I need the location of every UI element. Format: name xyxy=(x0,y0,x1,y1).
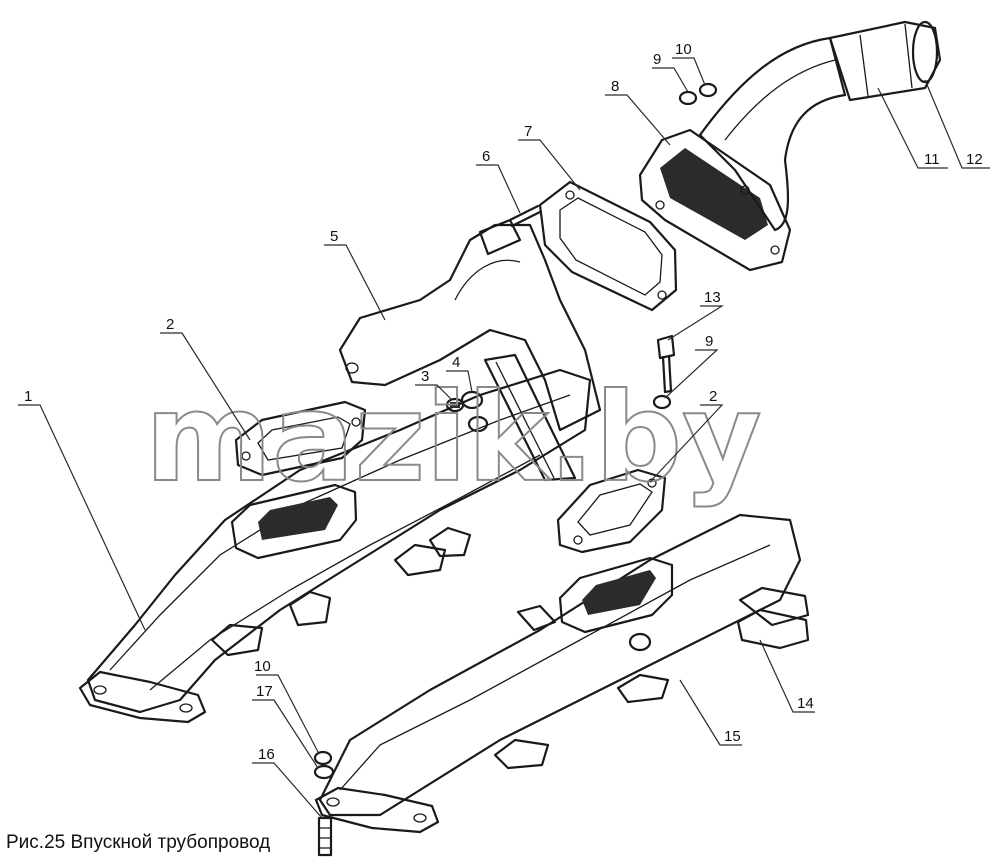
part-15-right-manifold xyxy=(314,513,810,834)
part-10-nut-bottom xyxy=(313,750,333,766)
part-9-washer-top xyxy=(678,90,698,106)
part-1-left-manifold xyxy=(78,368,592,724)
part-7-flange-gasket xyxy=(538,180,678,312)
callout-11: 11 xyxy=(924,151,940,168)
part-13-bolt xyxy=(656,334,676,394)
watermark: mazik.by xyxy=(145,367,762,509)
part-5-elbow xyxy=(338,218,602,482)
part-17-washer xyxy=(313,764,335,780)
part-2-gasket-left xyxy=(234,400,367,477)
callout-8: 8 xyxy=(611,78,619,95)
callout-10-top: 10 xyxy=(675,41,692,58)
part-6-stud xyxy=(508,204,542,228)
part-11-inlet-tube xyxy=(698,36,847,232)
part-8-pipe-flange xyxy=(638,128,792,272)
callout-2-right: 2 xyxy=(709,388,717,405)
callout-5: 5 xyxy=(330,228,338,245)
callout-14: 14 xyxy=(797,695,814,712)
callout-16: 16 xyxy=(258,746,275,763)
callout-12: 12 xyxy=(966,151,983,168)
callout-9-right: 9 xyxy=(705,333,713,350)
figure-caption: Рис.25 Впускной трубопровод xyxy=(6,832,271,853)
callout-9-top: 9 xyxy=(653,51,661,68)
part-16-stud xyxy=(317,816,333,857)
callout-2-left: 2 xyxy=(166,316,174,333)
callout-4: 4 xyxy=(452,354,460,371)
callout-labels: 1 2 2 3 4 5 6 7 8 9 9 10 10 11 12 13 14 … xyxy=(24,41,983,763)
callout-17: 17 xyxy=(256,683,273,700)
callout-7: 7 xyxy=(524,123,532,140)
callout-3: 3 xyxy=(421,368,429,385)
callout-1: 1 xyxy=(24,388,32,405)
part-12-hose xyxy=(828,20,942,102)
callout-6: 6 xyxy=(482,148,490,165)
leader-lines xyxy=(18,57,990,819)
callout-10-bottom: 10 xyxy=(254,658,271,675)
callout-13: 13 xyxy=(704,289,721,306)
part-10-nut-top xyxy=(698,82,718,98)
part-14-gasket xyxy=(736,608,810,650)
part-9-washer-right xyxy=(652,394,672,410)
callout-15: 15 xyxy=(724,728,741,745)
